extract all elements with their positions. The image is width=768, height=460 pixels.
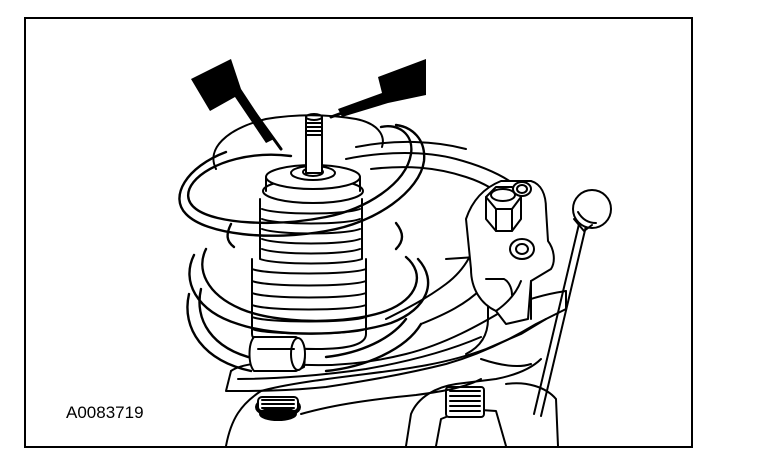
lower-bolt [445,386,485,418]
knuckle-lower-assembly [225,318,559,446]
figure-frame: A0083719 [24,17,693,448]
indicator-arrow-right [329,59,426,119]
lower-left-bolt [255,396,301,421]
upper-mount-outline [212,114,384,170]
lower-arm [225,290,567,415]
upper-bracket [465,180,555,325]
stabilizer-link-rod [533,189,612,417]
figure-id-label: A0083719 [64,403,146,423]
piston-rod [305,113,323,174]
bracket-top-bolt [485,186,522,232]
spring-seat-block [248,336,306,372]
bracket-holes [509,181,535,260]
spring-strut-illustration [178,59,612,446]
indicator-arrow-left [191,59,283,151]
coil-spring [178,123,430,373]
